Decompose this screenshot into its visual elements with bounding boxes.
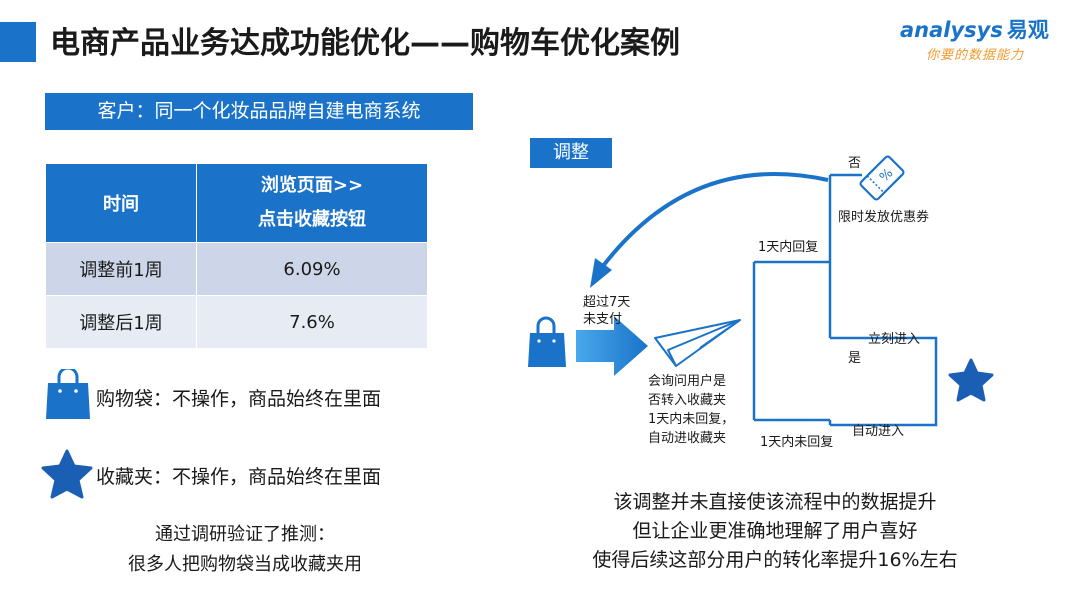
label-over7-line1: 超过7天 bbox=[583, 295, 631, 310]
adjust-tag: 调整 bbox=[530, 138, 612, 168]
stats-table: 时间 浏览页面>> 点击收藏按钮 调整前1周 6.09% 调整后1周 7.6% bbox=[45, 163, 428, 349]
logo-slogan: 你要的数据能力 bbox=[926, 48, 1025, 63]
header-metric-line2: 点击收藏按钮 bbox=[258, 209, 366, 230]
row-value: 6.09% bbox=[196, 242, 428, 296]
label-reply-1day: 1天内回复 bbox=[758, 240, 819, 255]
paper-plane-icon bbox=[654, 319, 741, 367]
conclusion-right-line1: 该调整并未直接使该流程中的数据提升 bbox=[613, 491, 937, 513]
conclusion-right: 该调整并未直接使该流程中的数据提升 但让企业更准确地理解了用户喜好 使得后续这部… bbox=[540, 488, 1010, 575]
row-period: 调整后1周 bbox=[45, 295, 197, 349]
header-metric-line1: 浏览页面>> bbox=[260, 175, 364, 196]
label-ask: 会询问用户是 否转入收藏夹 1天内未回复， 自动进收藏夹 bbox=[648, 372, 734, 448]
logo-name: analysys bbox=[900, 18, 1003, 42]
conclusion-right-line2: 但让企业更准确地理解了用户喜好 bbox=[632, 520, 918, 542]
row-value: 7.6% bbox=[196, 295, 428, 349]
conclusion-left-line1: 通过调研验证了推测： bbox=[155, 524, 335, 545]
label-over7: 超过7天 未支付 bbox=[583, 294, 630, 328]
label-ask-line2: 否转入收藏夹 bbox=[648, 393, 727, 408]
table-row: 调整后1周 7.6% bbox=[45, 295, 428, 349]
table-row: 调整前1周 6.09% bbox=[45, 242, 428, 296]
return-arrow bbox=[598, 172, 829, 272]
return-arrow-head bbox=[590, 258, 612, 288]
header-time: 时间 bbox=[45, 163, 197, 243]
label-ask-line1: 会询问用户是 bbox=[648, 374, 727, 389]
conclusion-left: 通过调研验证了推测： 很多人把购物袋当成收藏夹用 bbox=[50, 520, 440, 580]
conclusion-left-line2: 很多人把购物袋当成收藏夹用 bbox=[128, 554, 362, 575]
label-ask-line3: 1天内未回复， bbox=[648, 412, 735, 427]
label-no: 否 bbox=[848, 156, 862, 171]
logo-cn: 易观 bbox=[1006, 18, 1049, 42]
label-enter-now: 立刻进入 bbox=[868, 332, 921, 347]
header-metric: 浏览页面>> 点击收藏按钮 bbox=[196, 163, 428, 243]
label-ask-line4: 自动进收藏夹 bbox=[648, 431, 727, 446]
client-label: 客户：同一个化妆品品牌自建电商系统 bbox=[45, 93, 473, 130]
branch-bracket bbox=[830, 336, 938, 427]
label-over7-line2: 未支付 bbox=[583, 312, 623, 327]
diagram-star-icon bbox=[948, 358, 994, 402]
legend-star-text: 收藏夹：不操作，商品始终在里面 bbox=[96, 466, 382, 488]
forward-arrow bbox=[576, 316, 648, 376]
shopping-bag-icon bbox=[46, 369, 90, 419]
row-period: 调整前1周 bbox=[45, 242, 197, 296]
label-no-reply-1day: 1天内未回复 bbox=[760, 435, 834, 450]
table-header-row: 时间 浏览页面>> 点击收藏按钮 bbox=[45, 163, 428, 243]
star-icon bbox=[41, 449, 93, 499]
diagram-bag-icon bbox=[528, 316, 566, 367]
branch-left bbox=[752, 260, 830, 422]
legend-bag-text: 购物袋：不操作，商品始终在里面 bbox=[96, 388, 382, 410]
label-coupon: 限时发放优惠券 bbox=[838, 210, 930, 225]
label-yes: 是 bbox=[848, 351, 862, 366]
page-title: 电商产品业务达成功能优化——购物车优化案例 bbox=[50, 26, 680, 61]
label-auto-enter: 自动进入 bbox=[852, 424, 905, 439]
conclusion-right-line3: 使得后续这部分用户的转化率提升16%左右 bbox=[592, 549, 958, 571]
coupon-ticket-icon: % bbox=[859, 155, 905, 201]
title-accent-bar bbox=[0, 22, 36, 62]
